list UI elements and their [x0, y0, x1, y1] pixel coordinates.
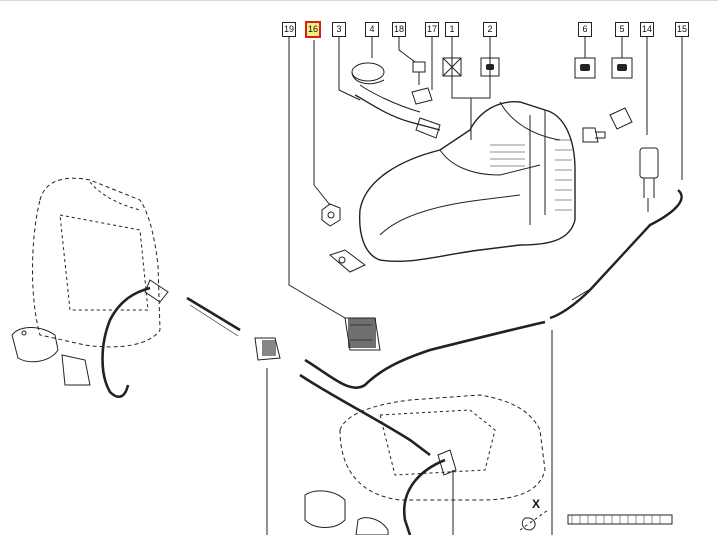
section-mark: X — [532, 497, 541, 511]
callout-4[interactable]: 4 — [365, 22, 379, 37]
leader-19 — [288, 35, 346, 319]
leader-18 — [398, 35, 416, 63]
callout-6[interactable]: 6 — [578, 22, 592, 37]
callout-2[interactable]: 2 — [483, 22, 497, 37]
callout-3[interactable]: 3 — [332, 22, 346, 37]
callout-1[interactable]: 1 — [445, 22, 459, 37]
callout-15[interactable]: 15 — [675, 22, 689, 37]
callout-17[interactable]: 17 — [425, 22, 439, 37]
callout-16-selected[interactable]: 16 — [306, 22, 320, 37]
top-border — [0, 0, 718, 1]
callout-14[interactable]: 14 — [640, 22, 654, 37]
callout-5[interactable]: 5 — [615, 22, 629, 37]
callout-18[interactable]: 18 — [392, 22, 406, 37]
leader-16 — [313, 40, 331, 206]
callout-19[interactable]: 19 — [282, 22, 296, 37]
leader-1-2 — [451, 35, 491, 99]
leader-3 — [338, 35, 361, 101]
